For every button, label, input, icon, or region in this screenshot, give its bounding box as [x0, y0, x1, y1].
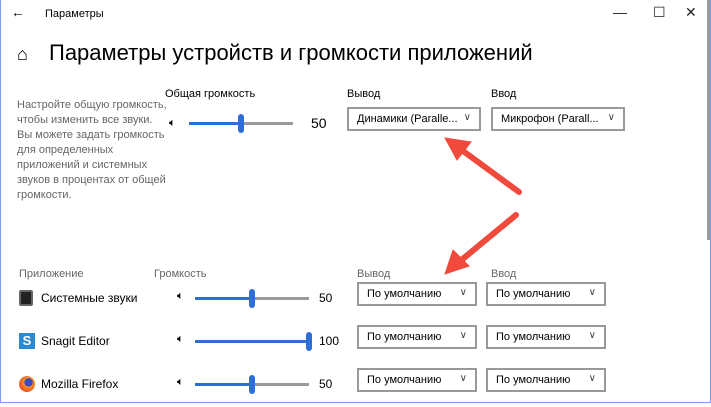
window-title: Параметры — [45, 8, 104, 20]
col-input: Ввод — [491, 268, 517, 280]
speaker-icon: 🔈︎ — [177, 290, 184, 302]
master-description: Настройте общую громкость, чтобы изменит… — [17, 99, 167, 201]
app-volume-slider[interactable] — [195, 332, 312, 351]
slider-thumb[interactable] — [249, 375, 255, 394]
slider-fill — [195, 383, 252, 386]
app-volume-value: 50 — [319, 377, 333, 391]
arrow-head — [444, 249, 470, 275]
master-volume-value: 50 — [311, 115, 327, 131]
app-input-dropdown[interactable]: По умолчанию∨ — [486, 368, 606, 392]
speaker-icon: 🔈︎ — [177, 333, 184, 345]
col-output: Вывод — [357, 268, 391, 280]
chevron-down-icon: ∨ — [459, 330, 467, 341]
home-icon[interactable]: ⌂ — [17, 44, 28, 64]
col-app: Приложение — [19, 268, 84, 280]
back-arrow-icon[interactable]: ← — [11, 4, 25, 20]
minimize-icon[interactable]: — — [613, 4, 627, 20]
app-name: Системные звуки — [41, 291, 138, 305]
app-name: Mozilla Firefox — [41, 377, 119, 391]
scrollbar[interactable] — [707, 0, 710, 240]
chevron-down-icon: ∨ — [588, 373, 596, 384]
app-input-dropdown[interactable]: По умолчанию∨ — [486, 325, 606, 349]
snagit-icon: S — [19, 333, 35, 349]
app-output-dropdown[interactable]: По умолчанию∨ — [357, 282, 477, 306]
slider-thumb[interactable] — [249, 289, 255, 308]
app-volume-value: 50 — [319, 291, 333, 305]
close-icon[interactable]: ✕ — [685, 4, 697, 20]
output-device-dropdown[interactable]: Динамики (Paralle...∨ — [347, 107, 481, 131]
app-output-dropdown[interactable]: По умолчанию∨ — [357, 325, 477, 349]
maximize-icon[interactable]: ☐ — [653, 4, 666, 20]
chevron-down-icon: ∨ — [588, 330, 596, 341]
chevron-down-icon: ∨ — [459, 287, 467, 298]
app-volume-slider[interactable] — [195, 289, 309, 308]
output-label: Вывод — [347, 88, 381, 100]
input-label: Ввод — [491, 88, 517, 100]
chevron-down-icon: ∨ — [459, 373, 467, 384]
system-sounds-icon — [19, 290, 33, 306]
arrow-to-output-dropdown — [456, 145, 522, 195]
slider-fill — [195, 297, 252, 300]
speaker-icon: 🔈︎ — [169, 117, 176, 129]
app-output-dropdown[interactable]: По умолчанию∨ — [357, 368, 477, 392]
speaker-icon: 🔈︎ — [177, 376, 184, 388]
title-bar: ← Параметры — ☐ ✕ — [1, 0, 710, 28]
slider-fill — [189, 122, 241, 125]
page-title: Параметры устройств и громкости приложен… — [49, 40, 533, 65]
col-volume: Громкость — [154, 268, 207, 280]
chevron-down-icon: ∨ — [607, 112, 615, 123]
chevron-down-icon: ∨ — [463, 112, 471, 123]
firefox-icon — [19, 376, 35, 392]
chevron-down-icon: ∨ — [588, 287, 596, 298]
master-volume-slider[interactable] — [189, 114, 293, 133]
arrow-to-app-output — [456, 212, 519, 265]
slider-thumb[interactable] — [238, 114, 244, 133]
app-volume-slider[interactable] — [195, 375, 309, 394]
input-device-dropdown[interactable]: Микрофон (Parall...∨ — [491, 107, 625, 131]
master-volume-label: Общая громкость — [165, 88, 256, 100]
slider-fill — [195, 340, 309, 343]
arrow-head — [444, 137, 472, 161]
app-name: Snagit Editor — [41, 334, 110, 348]
app-input-dropdown[interactable]: По умолчанию∨ — [486, 282, 606, 306]
slider-thumb[interactable] — [306, 332, 312, 351]
app-volume-value: 100 — [319, 334, 340, 348]
